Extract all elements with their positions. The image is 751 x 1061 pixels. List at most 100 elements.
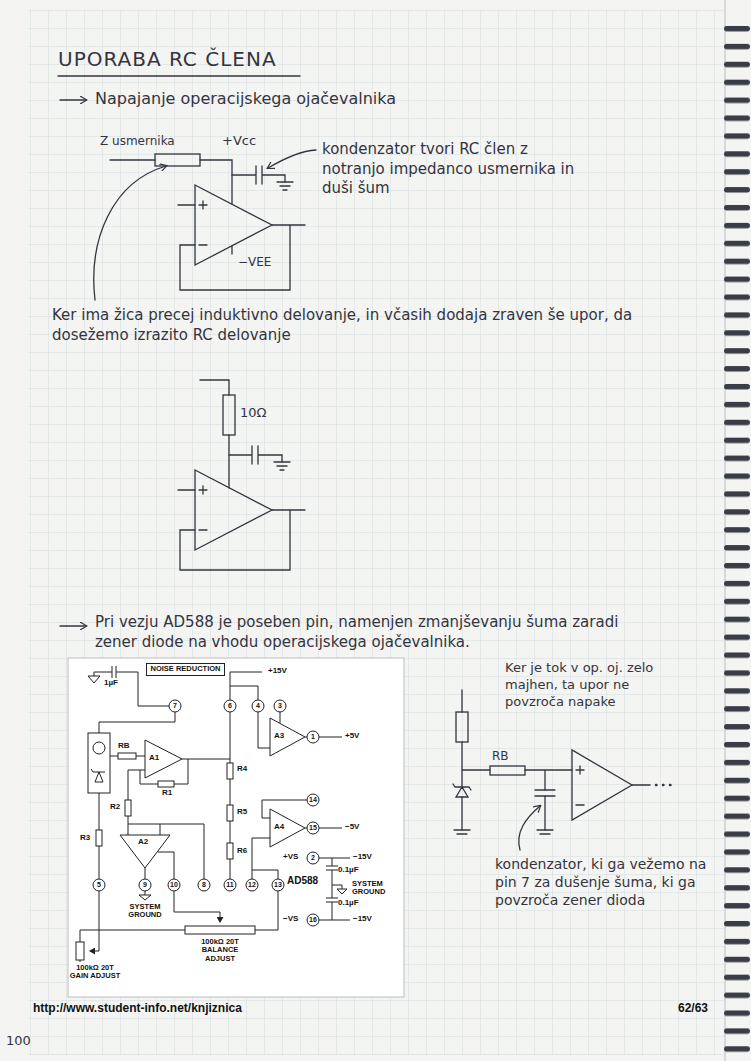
leader-line — [94, 166, 166, 300]
bullet-arrow — [60, 625, 86, 626]
part-name: RB — [492, 749, 509, 765]
potentiometer-symbol — [185, 926, 255, 934]
opamp-symbol — [270, 809, 305, 847]
figure-frame — [68, 658, 404, 997]
resistor-symbol — [96, 830, 102, 846]
ground-label: SYSTEM GROUND — [352, 880, 398, 897]
pin-number: 7 — [165, 702, 185, 709]
capacitor-value: 0.1µF — [338, 899, 359, 908]
pin-number: 9 — [135, 881, 155, 888]
pin-number: 14 — [303, 796, 323, 803]
wire — [462, 690, 572, 830]
resistor-symbol — [125, 800, 131, 816]
potentiometer-label: 100kΩ 20T GAIN ADJUST — [67, 964, 123, 981]
supply-label: −VEE — [238, 255, 271, 271]
chip-name: AD588 — [287, 875, 318, 886]
resistor-symbol — [227, 805, 233, 821]
potentiometer-label: 100kΩ 20T BALANCE ADJUST — [195, 938, 245, 963]
capacitor-symbol — [229, 446, 282, 464]
current-source — [93, 742, 105, 754]
schematic-wire — [99, 793, 100, 879]
note-text: kondenzator tvori RC člen z notranjo imp… — [322, 140, 584, 199]
wire — [178, 205, 305, 290]
leader-line — [519, 806, 540, 850]
resistor-symbol — [223, 395, 235, 435]
schematic-wire — [174, 891, 220, 922]
note-text: Ker ima žica precej induktivno delovanje… — [52, 306, 662, 345]
opamp-symbol — [120, 835, 170, 868]
ground-symbol — [274, 462, 290, 470]
pin-number: 2 — [303, 854, 323, 861]
supply-label: +VS — [283, 853, 298, 862]
schematic-part — [76, 676, 347, 960]
supply-label: −15V — [353, 915, 372, 924]
schematic-wire — [112, 666, 116, 678]
pin-number: 3 — [270, 702, 290, 709]
part-name: A3 — [274, 732, 284, 741]
note-text: Ker je tok v op. oj. zelo majhen, ta upo… — [505, 660, 690, 711]
part-name: RB — [118, 742, 130, 751]
ground-symbol — [277, 182, 293, 190]
pin-number: 10 — [164, 881, 184, 888]
ground-symbol — [88, 676, 100, 683]
title-underline — [58, 75, 300, 76]
box-text: NOISE REDUCTION — [150, 665, 221, 674]
supply-label: +Vcc — [222, 133, 256, 150]
part-name: A2 — [138, 838, 148, 847]
schematic-wire — [326, 866, 338, 902]
supply-label: −15V — [353, 853, 372, 862]
leader-line — [268, 150, 316, 168]
capacitor-symbol — [232, 166, 285, 184]
part-name: R1 — [162, 789, 172, 798]
heading-note: Napajanje operacijskega ojačevalnika — [95, 89, 425, 110]
reference-box — [88, 733, 110, 793]
zener-diode — [453, 784, 471, 797]
note-text: kondenzator, ki ga vežemo na pin 7 za du… — [495, 855, 707, 910]
schematic-wire — [128, 770, 204, 879]
opamp-symbol — [195, 185, 272, 265]
pin-number: 16 — [303, 916, 323, 923]
potentiometer-symbol — [76, 942, 84, 960]
paper — [722, 20, 751, 1055]
opamp-symbol — [270, 718, 305, 756]
schematic-wire — [145, 852, 174, 879]
polarity-mark — [576, 766, 584, 805]
resistor-symbol — [490, 766, 525, 775]
zener-diode — [91, 769, 105, 782]
ad588-figure — [68, 658, 404, 997]
pin-number: 11 — [220, 881, 240, 888]
schematic-wire — [94, 672, 169, 706]
paper — [28, 10, 724, 1055]
supply-label: −5V — [345, 823, 359, 832]
opamp-symbol — [195, 470, 272, 550]
supply-label: +15V — [268, 667, 287, 676]
wire — [632, 784, 650, 785]
polarity-mark — [199, 486, 207, 530]
pin-number: 1 — [303, 733, 323, 740]
heading-note: Pri vezju AD588 je poseben pin, namenjen… — [95, 613, 643, 652]
schematic-wire — [182, 712, 230, 879]
ground-symbol — [337, 889, 347, 894]
schematic-wire — [90, 891, 99, 951]
bullet-arrow — [60, 99, 86, 100]
part-name: R4 — [237, 765, 247, 774]
ground-symbol — [454, 830, 553, 834]
pin-number: 5 — [89, 881, 109, 888]
schematic-wire — [99, 712, 175, 733]
ground-label: SYSTEM GROUND — [122, 903, 168, 920]
wire-label: Z usmernika — [100, 134, 175, 150]
resistor-symbol — [158, 781, 174, 787]
resistor-symbol — [227, 763, 233, 779]
polarity-mark — [199, 201, 207, 245]
watermark: http://www.student-info.net/knjiznica — [33, 1002, 242, 1015]
page-title: UPORABA RC ČLENA — [58, 46, 277, 72]
opamp-symbol — [572, 750, 632, 820]
page-number: 100 — [6, 1033, 31, 1050]
continuation-dots — [656, 784, 671, 786]
pin-number: 6 — [220, 702, 240, 709]
schematic-wire — [258, 712, 342, 748]
wire — [178, 490, 305, 570]
page-number: 62/63 — [678, 1002, 708, 1015]
